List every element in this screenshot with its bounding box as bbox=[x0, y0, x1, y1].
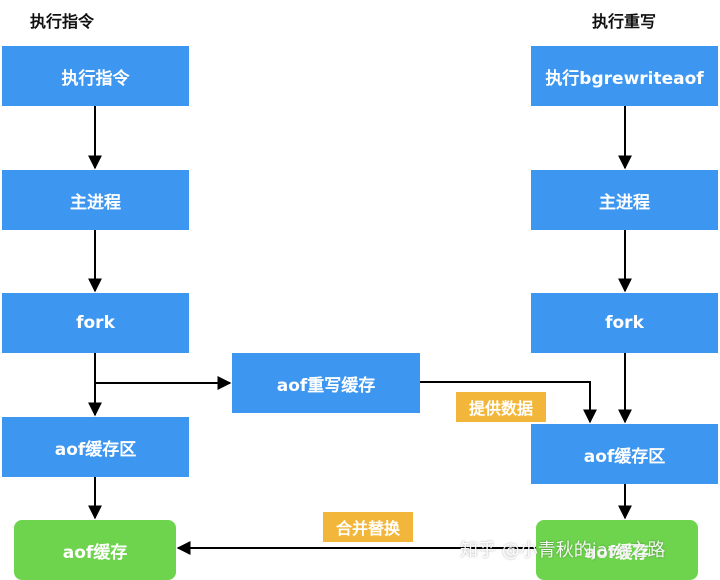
left-fork-box: fork bbox=[2, 293, 189, 353]
aof-rewrite-buffer-box: aof重写缓存 bbox=[232, 353, 420, 413]
right-column-title: 执行重写 bbox=[592, 12, 657, 31]
right-fork-box: fork bbox=[531, 293, 718, 353]
right-main-process-box: 主进程 bbox=[531, 170, 718, 230]
right-aof-buffer-box: aof缓存区 bbox=[531, 424, 718, 484]
provide-data-label: 提供数据 bbox=[456, 392, 546, 422]
left-execute-command-box: 执行指令 bbox=[2, 46, 189, 106]
right-execute-bgrewriteaof-box: 执行bgrewriteaof bbox=[531, 46, 718, 106]
right-aof-cache-box: aof缓存 bbox=[536, 520, 698, 580]
left-main-process-box: 主进程 bbox=[2, 170, 189, 230]
left-column-title: 执行指令 bbox=[30, 12, 95, 31]
left-aof-cache-box: aof缓存 bbox=[14, 520, 176, 580]
arrow-rewrite-to-right-buffer bbox=[420, 381, 597, 424]
left-aof-buffer-box: aof缓存区 bbox=[2, 417, 189, 477]
merge-replace-label: 合并替换 bbox=[323, 512, 413, 542]
